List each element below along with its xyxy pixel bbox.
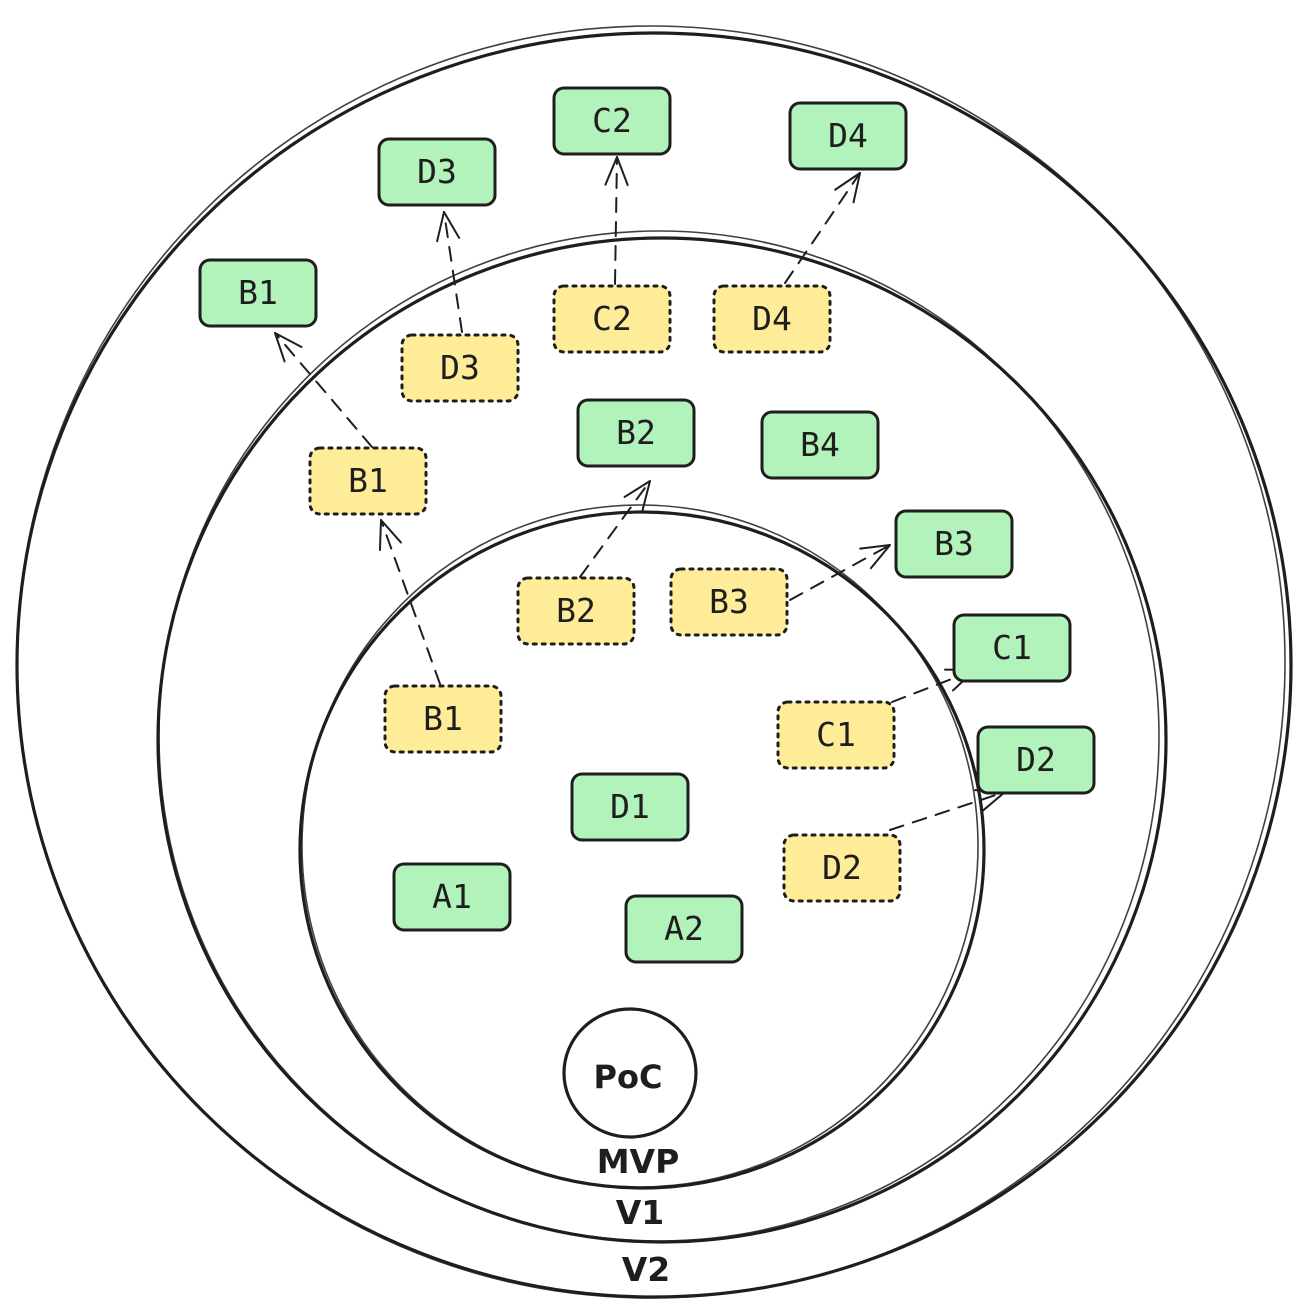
- ring-v1: [156, 230, 1168, 1244]
- arrowhead-v2-b1: [274, 332, 303, 363]
- item-box-v1-d4: [712, 284, 832, 354]
- item-label-v1-d4: D4: [752, 299, 792, 338]
- item-label-mvp-a1: A1: [432, 877, 472, 916]
- item-label-mvp-b1: B1: [423, 699, 463, 738]
- item-box-v1-d3: [400, 333, 520, 403]
- arrowhead-v2-d4: [834, 172, 861, 204]
- arrow-v1-c2-to-v2-c2: [614, 156, 618, 285]
- arrow-mvp-b1-to-v1-b1: [380, 519, 441, 685]
- poc-circle: [562, 1007, 698, 1139]
- item-label-mvp-b2: B2: [556, 591, 596, 630]
- arrows-layer: [274, 156, 1006, 831]
- item-label-mvp-d1: D1: [610, 787, 650, 826]
- item-label-v2-d3: D3: [417, 152, 457, 191]
- item-v1-c2: C2: [552, 284, 672, 354]
- item-mvp-b3: B3: [669, 567, 789, 637]
- item-box-v2-c2: [552, 86, 672, 156]
- item-v1-c1: C1: [952, 613, 1072, 683]
- item-mvp-a1: A1: [392, 862, 512, 932]
- item-label-v1-b4: B4: [800, 425, 840, 464]
- item-mvp-c1: C1: [776, 700, 896, 770]
- item-box-v1-c2: [552, 284, 672, 354]
- item-mvp-d2: D2: [782, 833, 902, 903]
- ring-label-mvp: MVP: [597, 1142, 680, 1181]
- ring-label-v2: V2: [622, 1250, 671, 1289]
- ring-label-v1: V1: [616, 1193, 665, 1232]
- item-label-v1-d2: D2: [1016, 740, 1056, 779]
- item-box-mvp-b3: [669, 567, 789, 637]
- item-v1-b1: B1: [308, 446, 428, 516]
- item-label-mvp-a2: A2: [664, 909, 704, 948]
- item-mvp-a2: A2: [624, 894, 744, 964]
- arrowhead-v2-d3: [436, 211, 461, 243]
- item-v1-b2: B2: [576, 398, 696, 468]
- item-box-v1-b1: [308, 446, 428, 516]
- item-label-v1-d3: D3: [440, 348, 480, 387]
- item-label-v2-c2: C2: [592, 101, 632, 140]
- arrowhead-v1-b3: [859, 544, 891, 570]
- item-box-v1-b2: [576, 398, 696, 468]
- item-label-v1-b3: B3: [934, 524, 974, 563]
- item-v1-d4: D4: [712, 284, 832, 354]
- item-box-v2-d3: [377, 137, 497, 207]
- item-box-mvp-a1: [392, 862, 512, 932]
- ring-v2: [15, 25, 1293, 1299]
- item-box-v2-d4: [788, 101, 908, 171]
- item-box-mvp-c1: [776, 700, 896, 770]
- arrowhead-v2-c2: [604, 156, 629, 187]
- item-v2-c2: C2: [552, 86, 672, 156]
- item-box-mvp-b2: [516, 576, 636, 646]
- item-v1-d3: D3: [400, 333, 520, 403]
- item-v2-d3: D3: [377, 137, 497, 207]
- arrow-v1-d3-to-v2-d3: [443, 211, 463, 333]
- item-v2-d4: D4: [788, 101, 908, 171]
- item-label-mvp-d2: D2: [822, 848, 862, 887]
- arrow-mvp-b3-to-v1-b3: [789, 544, 891, 601]
- item-mvp-d1: D1: [570, 772, 690, 842]
- item-box-mvp-a2: [624, 894, 744, 964]
- item-box-v2-b1: [198, 258, 318, 328]
- item-box-v1-b4: [760, 410, 880, 480]
- arrowhead-v1-b1: [378, 519, 402, 551]
- item-label-v2-d4: D4: [828, 116, 868, 155]
- arrow-mvp-d2-to-v1-d2: [889, 791, 1006, 831]
- item-label-mvp-b3: B3: [709, 582, 749, 621]
- item-label-v1-c2: C2: [592, 299, 632, 338]
- ring-mvp: [298, 504, 986, 1190]
- item-box-v1-b3: [894, 509, 1014, 579]
- item-mvp-b1: B1: [383, 684, 503, 754]
- item-label-mvp-c1: C1: [816, 715, 856, 754]
- item-label-v1-b2: B2: [616, 413, 656, 452]
- item-box-mvp-d1: [570, 772, 690, 842]
- item-box-v1-c1: [952, 613, 1072, 683]
- item-label-v1-b1: B1: [348, 461, 388, 500]
- arrow-v1-d4-to-v2-d4: [784, 172, 861, 284]
- item-v1-b3: B3: [894, 509, 1014, 579]
- item-v1-d2: D2: [976, 725, 1096, 795]
- arrow-v1-b1-to-v2-b1: [274, 332, 373, 448]
- arrow-mvp-b2-to-v1-b2: [579, 480, 651, 578]
- item-label-v2-b1: B1: [238, 273, 278, 312]
- item-v1-b4: B4: [760, 410, 880, 480]
- poc-label: PoC: [594, 1058, 663, 1096]
- item-box-mvp-d2: [782, 833, 902, 903]
- item-box-mvp-b1: [383, 684, 503, 754]
- item-mvp-b2: B2: [516, 576, 636, 646]
- item-box-v1-d2: [976, 725, 1096, 795]
- item-v2-b1: B1: [198, 258, 318, 328]
- arrowhead-v1-b2: [623, 480, 651, 512]
- item-label-v1-c1: C1: [992, 628, 1032, 667]
